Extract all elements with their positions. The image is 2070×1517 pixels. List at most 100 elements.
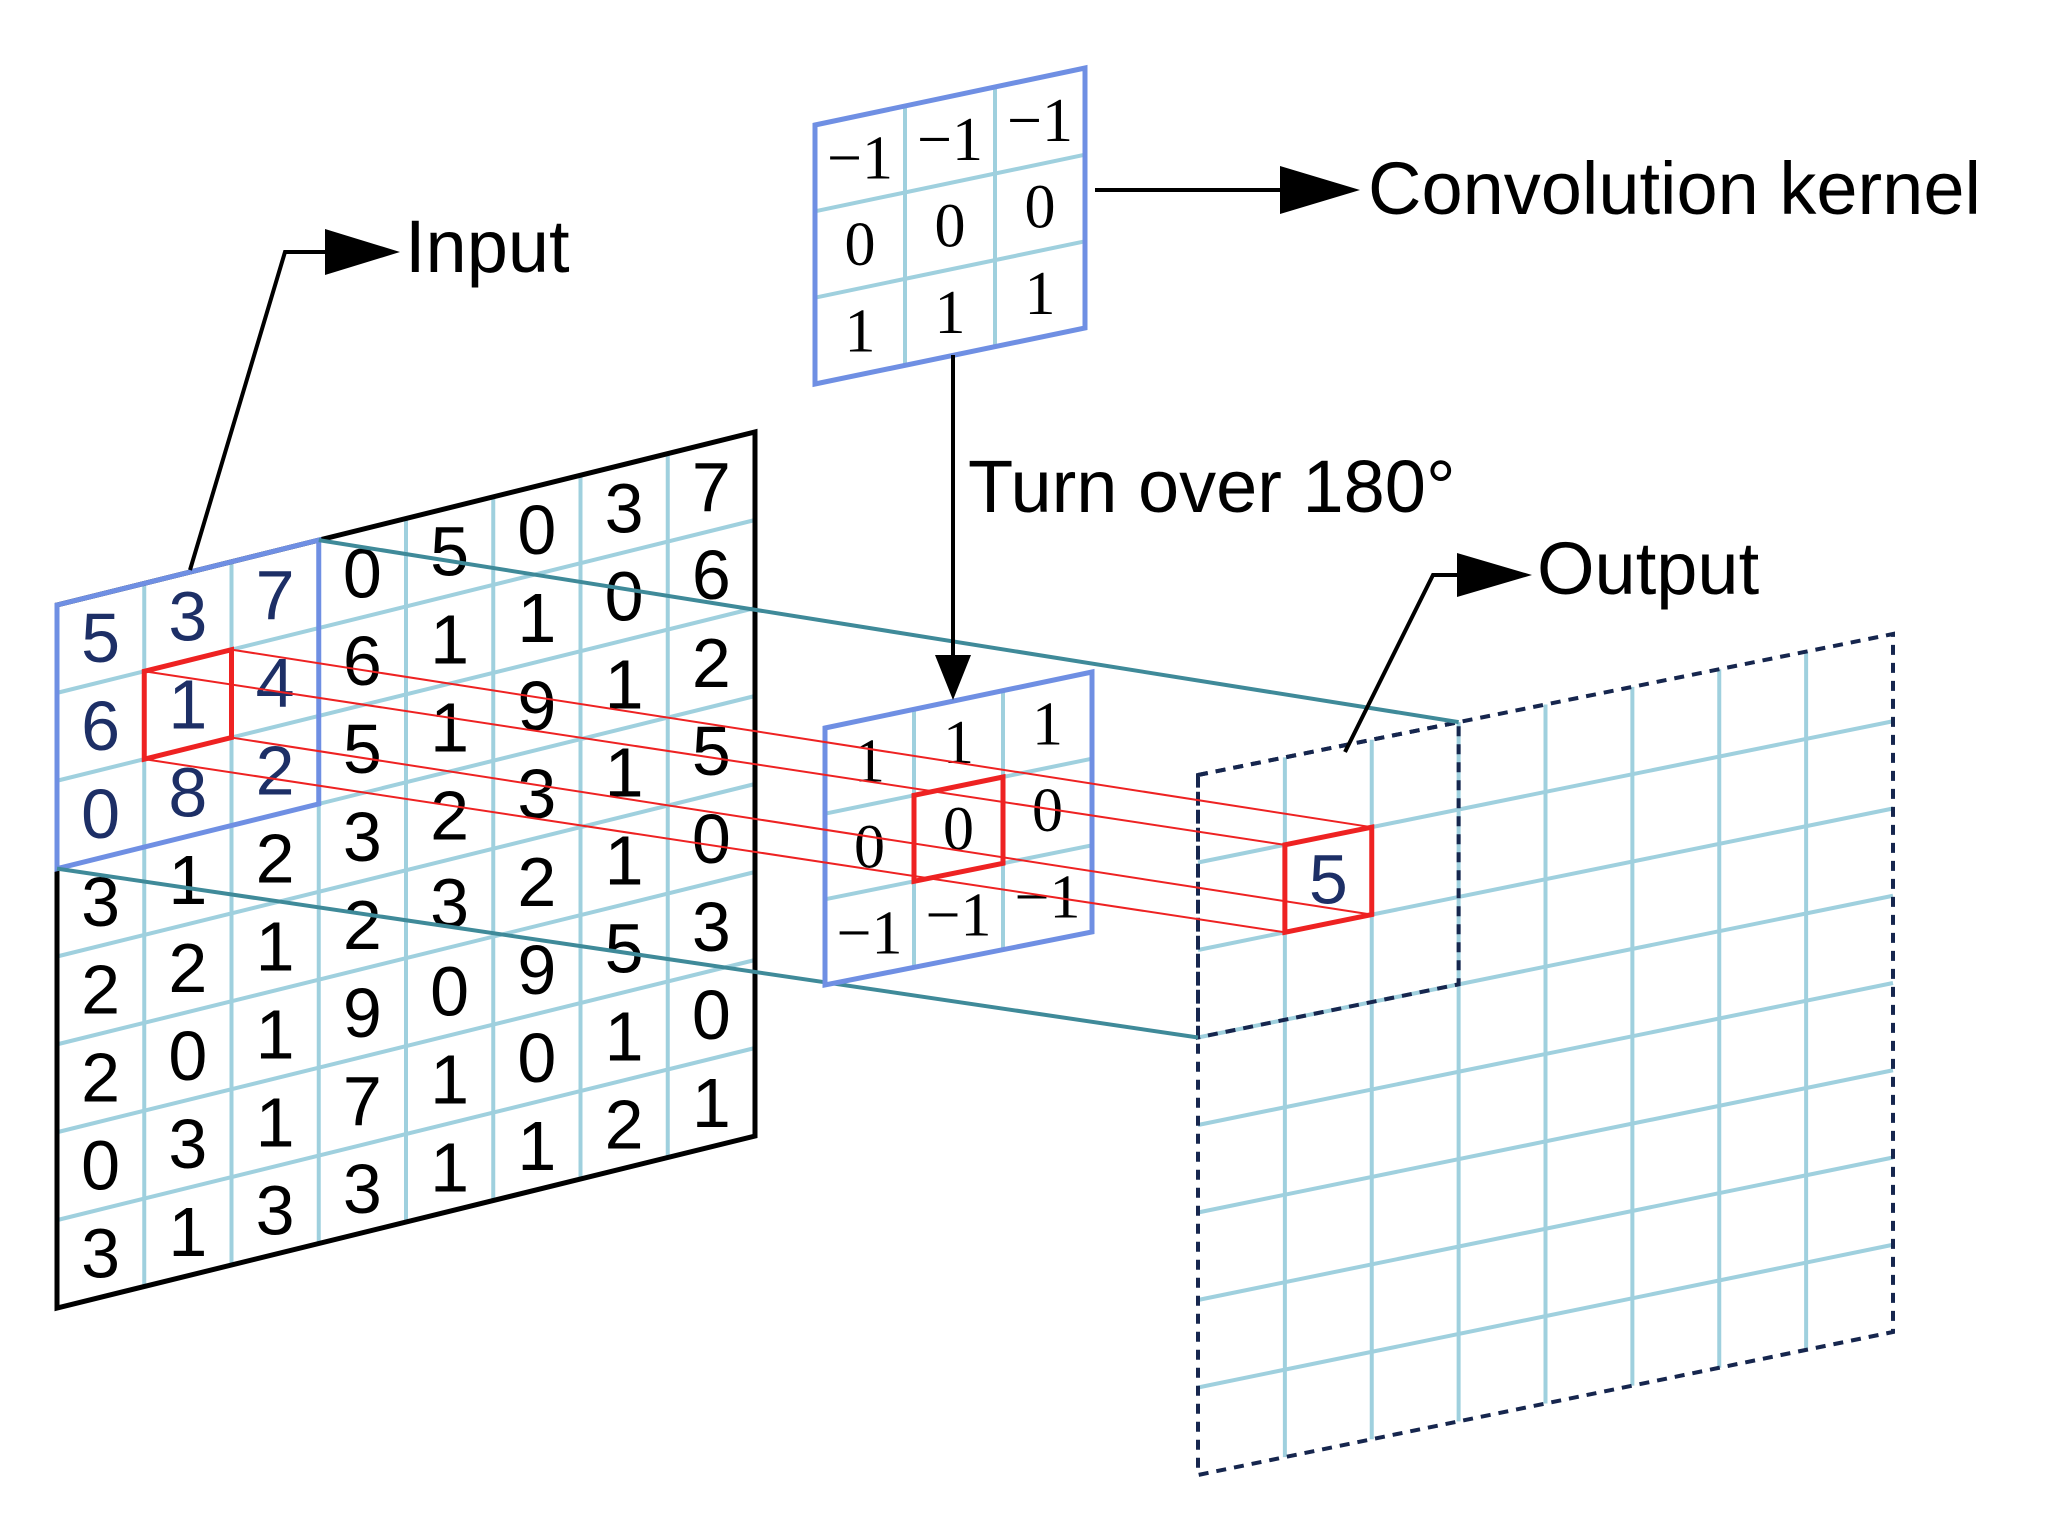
- grid-line: [56, 958, 756, 1135]
- input-cell: 2: [605, 1085, 644, 1163]
- input-cell: 9: [517, 931, 556, 1009]
- grid-line: [56, 782, 756, 959]
- input-cell: 2: [81, 951, 120, 1029]
- input-cell: 7: [692, 448, 731, 526]
- input-window-border: [54, 536, 322, 872]
- input-cell: 2: [81, 1039, 120, 1117]
- input-cell: 3: [168, 1105, 207, 1183]
- flipped-kernel-border: [822, 668, 1095, 989]
- flipped-kernel-cell: −1: [1015, 864, 1081, 932]
- input-cell: 5: [81, 599, 120, 677]
- flipped-kernel-center-highlight: [911, 773, 1006, 885]
- kernel-cell: 0: [845, 211, 876, 279]
- kernel-cell: 1: [845, 297, 876, 365]
- kernel-cell: −1: [827, 125, 893, 193]
- input-cell: 2: [343, 886, 382, 964]
- input-cell: 1: [430, 601, 469, 679]
- input-cell: 6: [81, 687, 120, 765]
- input-cell: 2: [256, 820, 295, 898]
- input-cell: 0: [81, 1126, 120, 1204]
- projection-line-bottom: [56, 866, 1199, 1040]
- input-cell: 3: [692, 888, 731, 966]
- turn-arrow-icon: [935, 655, 971, 700]
- input-border: [54, 428, 758, 1312]
- input-cell: 1: [430, 1128, 469, 1206]
- flipped-kernel-cell: −1: [926, 881, 992, 949]
- grid-line: [814, 239, 1086, 300]
- input-cell: 2: [168, 929, 207, 1007]
- projection-line-top: [318, 538, 1459, 725]
- input-cell: 0: [517, 1019, 556, 1097]
- output-border: [1196, 631, 1895, 1478]
- input-cell: 0: [168, 1017, 207, 1095]
- input-cell: 3: [81, 1214, 120, 1292]
- grid-line: [814, 152, 1086, 214]
- kernel-cell: −1: [917, 106, 983, 174]
- input-cell: 3: [605, 469, 644, 547]
- input-cell: 9: [343, 974, 382, 1052]
- input-cell: 0: [692, 976, 731, 1054]
- input-cell: 3: [343, 1150, 382, 1228]
- kernel-border: [812, 64, 1088, 388]
- input-cell: 1: [168, 1193, 207, 1271]
- input-cell: 2: [692, 624, 731, 702]
- receptive-field-lines: [144, 648, 1372, 934]
- output-arrow-icon: [1457, 553, 1532, 597]
- grid-line: [1197, 1242, 1894, 1390]
- input-cell: 3: [256, 1171, 295, 1249]
- input-cell: 2: [517, 843, 556, 921]
- kernel-cell: 0: [1025, 173, 1056, 241]
- input-cell: 1: [517, 1107, 556, 1185]
- kernel-cell: 1: [1025, 260, 1056, 328]
- input-cell: 1: [168, 841, 207, 919]
- input-cell: 1: [430, 689, 469, 767]
- input-cell: 6: [343, 622, 382, 700]
- input-cell: 0: [430, 952, 469, 1030]
- input-pointer-line: [188, 250, 325, 571]
- input-cell: 0: [517, 491, 556, 569]
- input-cell: 7: [256, 556, 295, 634]
- flipped-kernel-cell: 1: [1032, 691, 1063, 759]
- input-cell: 5: [605, 909, 644, 987]
- kernel-cell: −1: [1007, 87, 1073, 155]
- input-cell: 3: [343, 798, 382, 876]
- flipped-kernel-cell: −1: [837, 899, 903, 967]
- input-cell: 1: [256, 1083, 295, 1161]
- receptive-field-line: [144, 670, 1286, 846]
- grid-line: [1197, 1155, 1894, 1302]
- input-cell: 0: [81, 775, 120, 853]
- kernel-cell: 1: [935, 279, 966, 347]
- input-cell: 5: [343, 710, 382, 788]
- input-arrow-icon: [325, 229, 400, 275]
- input-cell: 1: [430, 1040, 469, 1118]
- grid-line: [56, 870, 756, 1047]
- flipped-kernel-cell: 1: [854, 728, 885, 796]
- flipped-kernel-background: [825, 672, 1092, 985]
- kernel-cell: 0: [935, 192, 966, 260]
- output-label: Output: [1537, 527, 1760, 610]
- input-cell: 5: [430, 513, 469, 591]
- input-cell: 1: [692, 1064, 731, 1142]
- receptive-field-line: [231, 736, 1372, 916]
- input-cell: 3: [168, 578, 207, 656]
- output-window-border: [1196, 719, 1461, 1040]
- receptive-field-line: [144, 758, 1286, 934]
- input-cell: 1: [605, 821, 644, 899]
- input-cell: 7: [343, 1062, 382, 1140]
- projection-lines: [56, 538, 1459, 1040]
- kernel-label: Convolution kernel: [1368, 147, 1981, 230]
- grid-line: [1197, 981, 1894, 1127]
- grid-line: [1197, 1068, 1894, 1215]
- input-cell: 1: [605, 997, 644, 1075]
- arrows: [188, 166, 1532, 753]
- input-cell: 0: [605, 557, 644, 635]
- receptive-field-line: [231, 648, 1372, 829]
- input-cell: 1: [256, 908, 295, 986]
- input-cell: 1: [256, 995, 295, 1073]
- grid-line: [56, 1046, 756, 1223]
- input-cell: 1: [517, 579, 556, 657]
